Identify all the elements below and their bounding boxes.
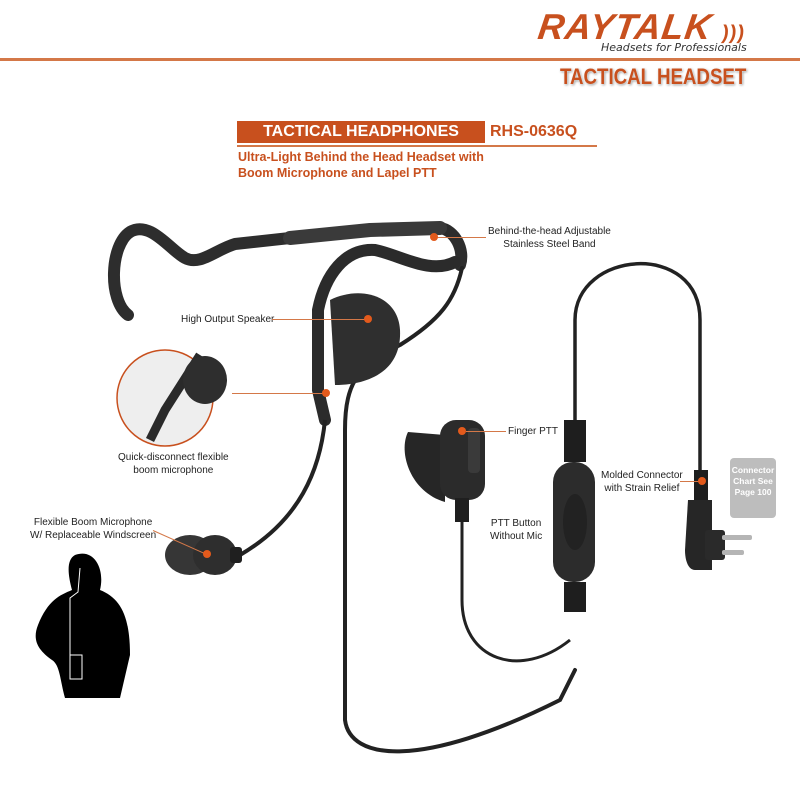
header-divider — [0, 58, 800, 61]
finger-ptt-image — [404, 420, 485, 522]
inline-ptt-image — [553, 420, 595, 612]
speaker-callout-dot — [364, 315, 372, 323]
coiled-cable-image — [573, 261, 702, 470]
title-divider — [237, 145, 597, 147]
quick-disconnect-callout-label: Quick-disconnect flexible boom microphon… — [118, 452, 229, 476]
boom-arm-image — [238, 419, 327, 557]
product-model: RHS-0636Q — [490, 123, 578, 140]
brand-tagline: Headsets for Professionals — [601, 41, 747, 54]
connector-chart-badge: Connector Chart See Page 100 — [730, 458, 776, 518]
quick-disconnect-detail-image — [116, 349, 227, 447]
band-callout-label: Behind-the-head Adjustable Stainless Ste… — [488, 226, 611, 250]
product-subtitle: Ultra-Light Behind the Head Headset with… — [238, 149, 484, 181]
ptt-button-callout-label: PTT Button Without Mic — [490, 518, 543, 542]
connector-callout-line — [680, 481, 700, 482]
subtitle-line-2: Boom Microphone and Lapel PTT — [238, 166, 437, 180]
finger-ptt-callout-label: Finger PTT — [508, 426, 559, 437]
radio-connector-image — [685, 470, 752, 570]
quick-disconnect-callout-dot — [322, 389, 330, 397]
category-banner: TACTICAL HEADSET — [560, 64, 747, 89]
headband-image — [107, 221, 468, 321]
wearer-silhouette-image — [35, 553, 131, 698]
subtitle-line-1: Ultra-Light Behind the Head Headset with — [238, 150, 484, 164]
quick-disconnect-callout-line — [232, 393, 326, 394]
product-title: TACTICAL HEADPHONES — [237, 121, 485, 143]
connector-callout-label: Molded Connector with Strain Relief — [601, 470, 683, 494]
ear-hook-image — [312, 243, 577, 754]
speaker-foam-image — [330, 293, 401, 385]
connector-callout-dot — [698, 477, 706, 485]
speaker-callout-line — [272, 319, 368, 320]
band-callout-line — [434, 237, 486, 238]
finger-ptt-callout-dot — [458, 427, 466, 435]
windscreen-image — [165, 535, 242, 575]
finger-ptt-callout-line — [466, 431, 506, 432]
band-callout-dot — [430, 233, 438, 241]
boom-mic-callout-label: Flexible Boom Microphone W/ Replaceable … — [30, 517, 157, 541]
boom-mic-callout-dot — [203, 550, 211, 558]
speaker-callout-label: High Output Speaker — [181, 314, 275, 325]
